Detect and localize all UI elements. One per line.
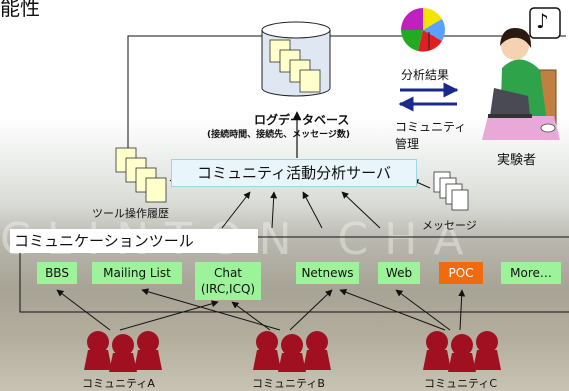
community-c-label: コミュニティC bbox=[424, 377, 498, 390]
speech-bubble bbox=[529, 7, 561, 39]
db-title: ログデータベース bbox=[254, 113, 350, 127]
messages-label: メッセージ bbox=[422, 219, 477, 232]
arrow-a-to-chat bbox=[119, 300, 219, 331]
arrow-mail-to-server bbox=[270, 191, 278, 229]
tool-mailing-list: Mailing List bbox=[92, 262, 182, 284]
experimenter-figure bbox=[482, 28, 560, 140]
arrow-c-to-netnews bbox=[339, 288, 446, 331]
tool-poc: POC bbox=[439, 262, 483, 284]
community-b-label: コミュニティB bbox=[252, 377, 325, 390]
arrow-b-to-mail bbox=[141, 288, 281, 331]
tool-chat: Chat (IRC,ICQ) bbox=[195, 262, 261, 300]
arrow-c-to-web bbox=[395, 289, 451, 331]
tool-bbs: BBS bbox=[37, 262, 77, 284]
analysis-server: コミュニティ活動分析サーバ bbox=[171, 159, 417, 187]
community-mgmt-label-2: 管理 bbox=[395, 137, 420, 151]
arrow-chat-to-server bbox=[221, 191, 251, 229]
community-b-people bbox=[253, 331, 331, 372]
messages-icon bbox=[433, 171, 469, 211]
experimenter-label: 実験者 bbox=[497, 153, 537, 168]
tool-chat-label: Chat bbox=[213, 266, 243, 280]
arrow-c-to-poc bbox=[458, 289, 466, 331]
arrow-b-to-netnews bbox=[289, 289, 333, 331]
pie-chart-icon bbox=[401, 8, 445, 52]
arrow-web-to-server bbox=[341, 191, 381, 229]
arrow-netnews-to-server bbox=[302, 191, 323, 229]
comm-tools-label: コミュニケーションツール bbox=[10, 229, 258, 253]
tool-chat-label2: (IRC,ICQ) bbox=[200, 282, 256, 296]
arrow-a-to-bbs bbox=[56, 289, 111, 331]
arrow-b-to-chat bbox=[231, 301, 271, 331]
tool-web: Web bbox=[378, 262, 420, 284]
community-c-people bbox=[423, 331, 501, 372]
tool-netnews: Netnews bbox=[296, 262, 359, 284]
tools-boundary-line bbox=[19, 237, 569, 313]
db-subtitle: (接続時間、接続先、メッセージ数) bbox=[207, 130, 351, 140]
speech-symbol: ♪ bbox=[536, 9, 549, 33]
tool-history-icon bbox=[115, 147, 167, 203]
community-mgmt-label-1: コミュニティ bbox=[395, 120, 467, 134]
database-icon bbox=[261, 21, 331, 97]
tool-more: More… bbox=[501, 262, 561, 284]
community-a-label: コミュニティA bbox=[82, 377, 155, 390]
community-a-people bbox=[84, 331, 162, 372]
analysis-result-label: 分析結果 bbox=[401, 68, 450, 82]
tool-history-label: ツール操作履歴 bbox=[92, 207, 169, 220]
page-heading: 能性 bbox=[0, 0, 40, 20]
